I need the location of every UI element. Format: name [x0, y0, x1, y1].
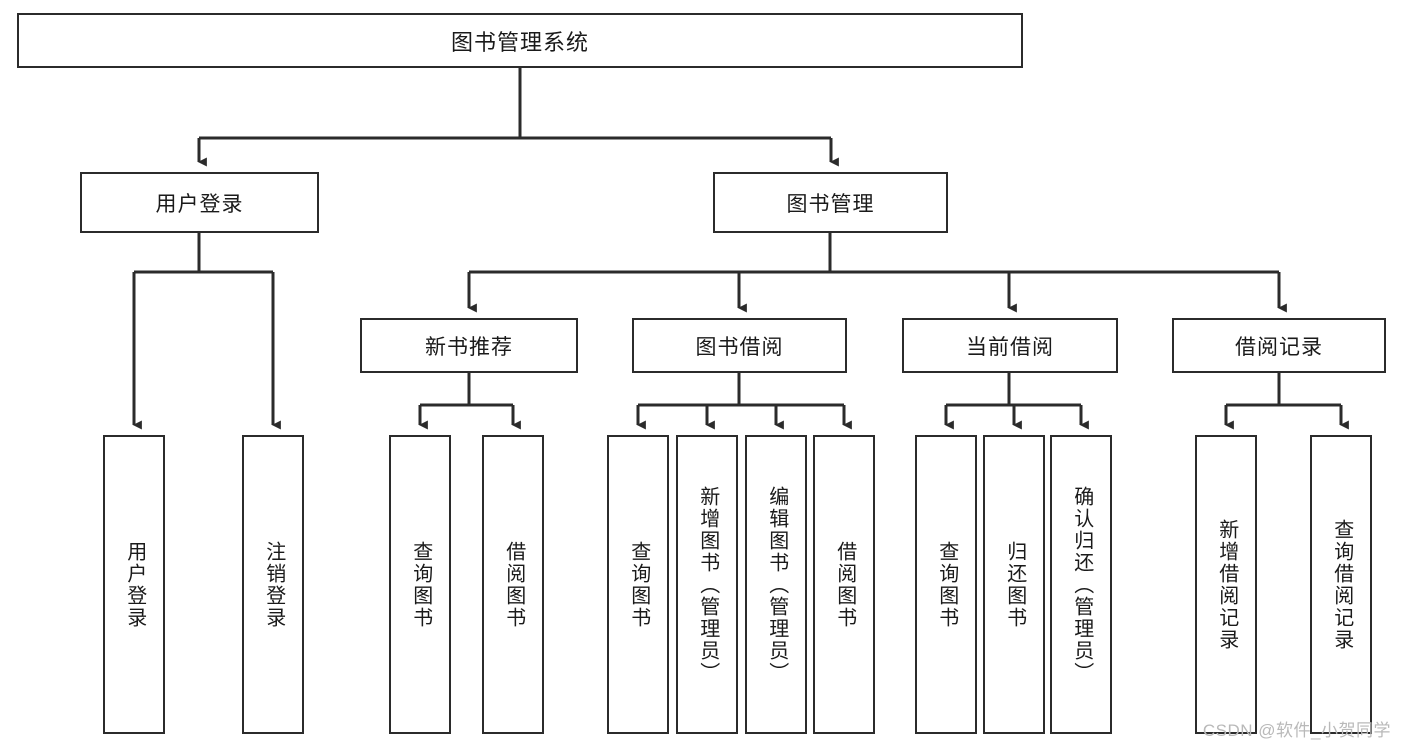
node-leaf-add-book-label: 新增图书（管理员） [696, 485, 719, 684]
node-leaf-query-record[interactable]: 查询借阅记录 [1310, 435, 1372, 734]
node-book-manage[interactable]: 图书管理 [713, 172, 948, 233]
node-root[interactable]: 图书管理系统 [17, 13, 1023, 68]
node-root-label: 图书管理系统 [450, 29, 589, 55]
node-leaf-confirm-return[interactable]: 确认归还（管理员） [1050, 435, 1112, 734]
node-book-manage-label: 图书管理 [786, 192, 875, 216]
node-leaf-logout-label: 注销登录 [262, 540, 285, 629]
node-leaf-user-login-label: 用户登录 [123, 540, 146, 629]
node-borrow-record-label: 借阅记录 [1235, 335, 1323, 359]
node-leaf-query-book-1-label: 查询图书 [409, 540, 432, 629]
node-leaf-user-login[interactable]: 用户登录 [103, 435, 165, 734]
node-leaf-logout[interactable]: 注销登录 [242, 435, 304, 734]
node-leaf-edit-book[interactable]: 编辑图书（管理员） [745, 435, 807, 734]
node-book-borrow-label: 图书借阅 [695, 335, 784, 359]
node-leaf-query-book-3[interactable]: 查询图书 [915, 435, 977, 734]
node-user-login[interactable]: 用户登录 [80, 172, 319, 233]
node-user-login-label: 用户登录 [155, 192, 244, 216]
node-leaf-add-record[interactable]: 新增借阅记录 [1195, 435, 1257, 734]
node-leaf-query-book-1[interactable]: 查询图书 [389, 435, 451, 734]
node-leaf-query-book-3-label: 查询图书 [935, 540, 958, 629]
watermark-text: CSDN @软件_小贺同学 [1202, 721, 1391, 740]
node-leaf-return-book-label: 归还图书 [1003, 540, 1026, 629]
node-leaf-edit-book-label: 编辑图书（管理员） [765, 485, 788, 684]
node-leaf-add-book[interactable]: 新增图书（管理员） [676, 435, 738, 734]
node-current-borrow[interactable]: 当前借阅 [902, 318, 1118, 373]
node-leaf-query-book-2-label: 查询图书 [627, 540, 650, 629]
node-borrow-record[interactable]: 借阅记录 [1172, 318, 1386, 373]
node-new-book-recommend-label: 新书推荐 [425, 335, 513, 359]
node-leaf-borrow-book-1-label: 借阅图书 [502, 540, 525, 629]
node-leaf-return-book[interactable]: 归还图书 [983, 435, 1045, 734]
node-new-book-recommend[interactable]: 新书推荐 [360, 318, 578, 373]
node-leaf-confirm-return-label: 确认归还（管理员） [1070, 485, 1093, 684]
node-book-borrow[interactable]: 图书借阅 [632, 318, 847, 373]
node-leaf-add-record-label: 新增借阅记录 [1215, 518, 1238, 651]
node-leaf-borrow-book-2[interactable]: 借阅图书 [813, 435, 875, 734]
node-current-borrow-label: 当前借阅 [966, 335, 1054, 359]
node-leaf-query-record-label: 查询借阅记录 [1330, 518, 1353, 651]
node-leaf-query-book-2[interactable]: 查询图书 [607, 435, 669, 734]
node-leaf-borrow-book-1[interactable]: 借阅图书 [482, 435, 544, 734]
node-leaf-borrow-book-2-label: 借阅图书 [833, 540, 856, 629]
